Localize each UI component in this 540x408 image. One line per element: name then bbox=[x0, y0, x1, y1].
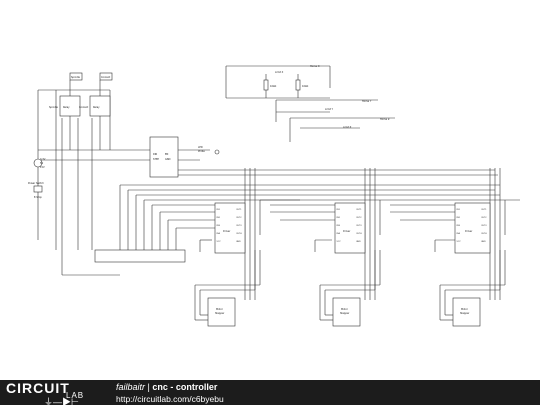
author-link[interactable]: failbaitr bbox=[116, 382, 146, 392]
driver-2-pin-right-0: OUT1 bbox=[481, 209, 487, 211]
led-label: LED bbox=[198, 146, 203, 149]
driver-2-pin-right-1: OUT2 bbox=[481, 217, 487, 219]
resistor-2 bbox=[295, 79, 301, 91]
relay-1-name: Spindle bbox=[49, 106, 58, 109]
circuit-schematic: Spindle Coolant Spindle Coolant Relay Re… bbox=[28, 65, 520, 327]
resistor-1 bbox=[263, 79, 269, 91]
relay-1 bbox=[59, 95, 81, 117]
driver-0-pin-right-0: OUT1 bbox=[236, 209, 242, 211]
driver-2-pin-right-2: OUT3 bbox=[481, 225, 487, 227]
driver-y bbox=[334, 202, 366, 254]
controller-pin-1: DIR bbox=[153, 153, 158, 156]
motor-y-sublabel: Stepper bbox=[340, 312, 349, 315]
driver-0-pin-right-4: GND bbox=[236, 241, 241, 243]
relay-1-part: Relay bbox=[63, 106, 70, 109]
driver-0-pin-left-3: IN4 bbox=[217, 233, 221, 235]
home-x-label: Home X bbox=[310, 65, 320, 68]
motor-x-sublabel: Stepper bbox=[215, 312, 224, 315]
driver-1-pin-right-3: OUT4 bbox=[356, 233, 362, 235]
driver-0-pin-left-2: IN3 bbox=[217, 225, 221, 227]
controller-pin-4: GND bbox=[165, 158, 171, 161]
brand-circuit-text: CIRCUIT bbox=[6, 380, 70, 396]
driver-2-pin-left-1: IN2 bbox=[457, 217, 461, 219]
driver-1-pin-right-0: OUT1 bbox=[356, 209, 362, 211]
project-name: cnc - controller bbox=[152, 382, 218, 392]
driver-2-pin-left-4: VCC bbox=[457, 241, 462, 243]
home-y-label: Home Y bbox=[362, 100, 372, 103]
switch-symbol bbox=[33, 185, 43, 193]
driver-0-pin-right-2: OUT3 bbox=[236, 225, 242, 227]
driver-x-label: Driver bbox=[223, 230, 230, 233]
project-url[interactable]: http://circuitlab.com/c6byebu bbox=[116, 394, 224, 404]
motor-y-label: Motor bbox=[341, 308, 348, 311]
relay-1-label-box bbox=[69, 72, 83, 81]
driver-2-pin-right-4: GND bbox=[481, 241, 486, 243]
controller-pin-3: EN bbox=[165, 153, 169, 156]
driver-z-label: Driver bbox=[465, 230, 472, 233]
driver-1-pin-left-0: IN1 bbox=[337, 209, 341, 211]
project-title: failbaitr | cnc - controller bbox=[116, 382, 217, 392]
vsrc-label-1: 3.3V bbox=[40, 158, 46, 161]
driver-1-pin-left-3: IN4 bbox=[337, 233, 341, 235]
relay-2 bbox=[89, 95, 111, 117]
controller-pin-2: STEP bbox=[153, 158, 159, 161]
driver-1-pin-left-4: VCC bbox=[337, 241, 342, 243]
brand-lab-text: LAB bbox=[66, 391, 85, 400]
vsrc-label-3: 15V bbox=[40, 166, 45, 169]
limit-y-label: Limit Y bbox=[325, 108, 334, 111]
driver-1-pin-right-2: OUT3 bbox=[356, 225, 362, 227]
relay-2-name: Coolant bbox=[79, 106, 88, 109]
resistor-2-label: 10kΩ bbox=[302, 85, 308, 88]
driver-1-pin-right-4: GND bbox=[356, 241, 361, 243]
driver-1-pin-left-1: IN2 bbox=[337, 217, 341, 219]
driver-1-pin-right-1: OUT2 bbox=[356, 217, 362, 219]
driver-2-pin-right-3: OUT4 bbox=[481, 233, 487, 235]
driver-2-pin-left-0: IN1 bbox=[457, 209, 461, 211]
estop-label: E-Stop bbox=[34, 196, 42, 199]
motor-z bbox=[452, 297, 481, 327]
relay-2-part: Relay bbox=[93, 106, 100, 109]
relay-2-label: Coolant bbox=[101, 76, 110, 79]
circuitlab-logo[interactable]: CIRCUIT ⏚—▶⊢ LAB bbox=[4, 380, 104, 407]
limit-z-label: Limit Z bbox=[343, 126, 352, 129]
limit-x-label: Limit X bbox=[275, 71, 284, 74]
motor-z-sublabel: Stepper bbox=[460, 312, 469, 315]
relay-2-label-box bbox=[99, 72, 113, 81]
driver-0-pin-left-0: IN1 bbox=[217, 209, 221, 211]
switch-symbol-icon: ⏚—▶⊢ bbox=[44, 397, 79, 407]
controller-board bbox=[149, 136, 179, 178]
driver-0-pin-right-3: OUT4 bbox=[236, 233, 242, 235]
title-separator: | bbox=[145, 382, 153, 392]
voltage-source bbox=[33, 158, 43, 168]
motor-x bbox=[207, 297, 236, 327]
driver-y-label: Driver bbox=[343, 230, 350, 233]
motor-x-label: Motor bbox=[216, 308, 223, 311]
terminal-strip bbox=[94, 249, 186, 263]
motor-z-label: Motor bbox=[461, 308, 468, 311]
vsrc-label-2: 5V bbox=[40, 162, 44, 165]
driver-0-pin-left-1: IN2 bbox=[217, 217, 221, 219]
home-z-label: Home Z bbox=[380, 118, 390, 121]
resistor-1-label: 10kΩ bbox=[270, 85, 276, 88]
driver-0-pin-right-1: OUT2 bbox=[236, 217, 242, 219]
driver-z bbox=[454, 202, 491, 254]
driver-2-pin-left-2: IN3 bbox=[457, 225, 461, 227]
motor-y bbox=[332, 297, 361, 327]
footer-bar: CIRCUIT ⏚—▶⊢ LAB failbaitr | cnc - contr… bbox=[0, 380, 540, 407]
driver-2-pin-left-3: IN4 bbox=[457, 233, 461, 235]
driver-0-pin-left-4: VCC bbox=[217, 241, 222, 243]
power-switch-label: Power Switch bbox=[28, 182, 44, 185]
relay-1-label: Spindle bbox=[71, 76, 80, 79]
driver-x bbox=[214, 202, 246, 254]
led bbox=[214, 149, 220, 155]
driver-1-pin-left-2: IN3 bbox=[337, 225, 341, 227]
probe-label: Probe bbox=[198, 150, 205, 153]
